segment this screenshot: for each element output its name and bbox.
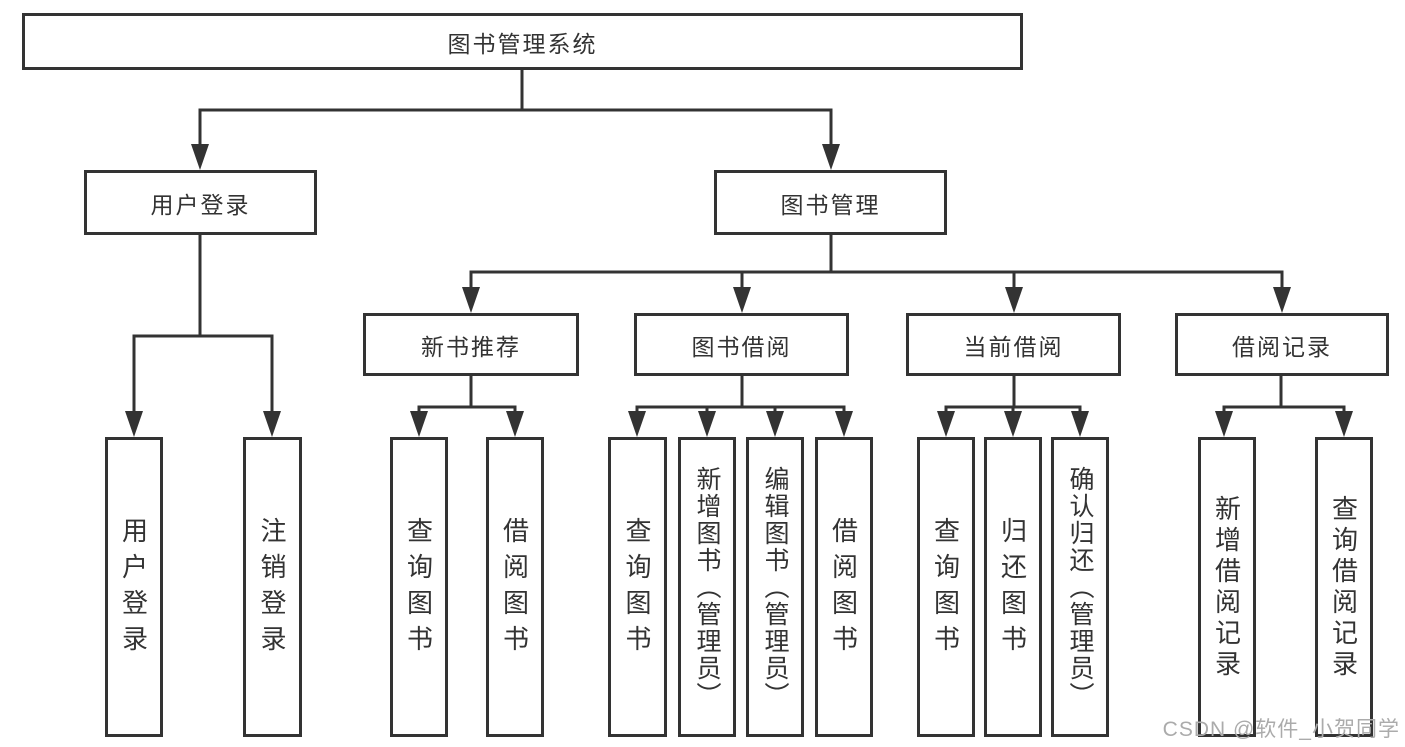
arrowhead-icon — [1335, 411, 1353, 437]
node-logout-leaf: 注销登录 — [243, 437, 302, 737]
node-user-login-leaf: 用户登录 — [105, 437, 163, 737]
arrowhead-icon — [1273, 287, 1291, 313]
node-query-books-current: 查询图书 — [917, 437, 975, 737]
node-borrow-books-recommend: 借阅图书 — [486, 437, 544, 737]
arrowhead-icon — [822, 144, 840, 170]
arrowhead-icon — [733, 287, 751, 313]
node-query-books-recommend: 查询图书 — [390, 437, 448, 737]
node-current-borrowing: 当前借阅 — [906, 313, 1121, 376]
arrowhead-icon — [1005, 287, 1023, 313]
arrowhead-icon — [698, 411, 716, 437]
arrowhead-icon — [263, 411, 281, 437]
node-return-books: 归还图书 — [984, 437, 1042, 737]
arrowhead-icon — [506, 411, 524, 437]
arrowhead-icon — [410, 411, 428, 437]
node-book-borrowing: 图书借阅 — [634, 313, 849, 376]
arrowhead-icon — [766, 411, 784, 437]
node-query-books-borrowing: 查询图书 — [608, 437, 667, 737]
csdn-watermark: CSDN @软件_小贺同学 — [1162, 718, 1400, 741]
arrowhead-icon — [462, 287, 480, 313]
arrowhead-icon — [191, 144, 209, 170]
node-borrowing-records: 借阅记录 — [1175, 313, 1389, 376]
node-add-borrow-record: 新增借阅记录 — [1198, 437, 1256, 737]
node-add-books-admin: 新增图书（管理员） — [678, 437, 736, 737]
arrowhead-icon — [628, 411, 646, 437]
arrowhead-icon — [937, 411, 955, 437]
node-user-login: 用户登录 — [84, 170, 317, 235]
node-book-management: 图书管理 — [714, 170, 947, 235]
arrowhead-icon — [835, 411, 853, 437]
arrowhead-icon — [125, 411, 143, 437]
node-library-management-system: 图书管理系统 — [22, 13, 1023, 70]
node-new-book-recommend: 新书推荐 — [363, 313, 579, 376]
node-edit-books-admin: 编辑图书（管理员） — [746, 437, 804, 737]
node-confirm-return-admin: 确认归还（管理员） — [1051, 437, 1109, 737]
node-query-borrow-record: 查询借阅记录 — [1315, 437, 1373, 737]
arrowhead-icon — [1071, 411, 1089, 437]
node-borrow-books-borrowing: 借阅图书 — [815, 437, 873, 737]
arrowhead-icon — [1215, 411, 1233, 437]
arrowhead-icon — [1004, 411, 1022, 437]
